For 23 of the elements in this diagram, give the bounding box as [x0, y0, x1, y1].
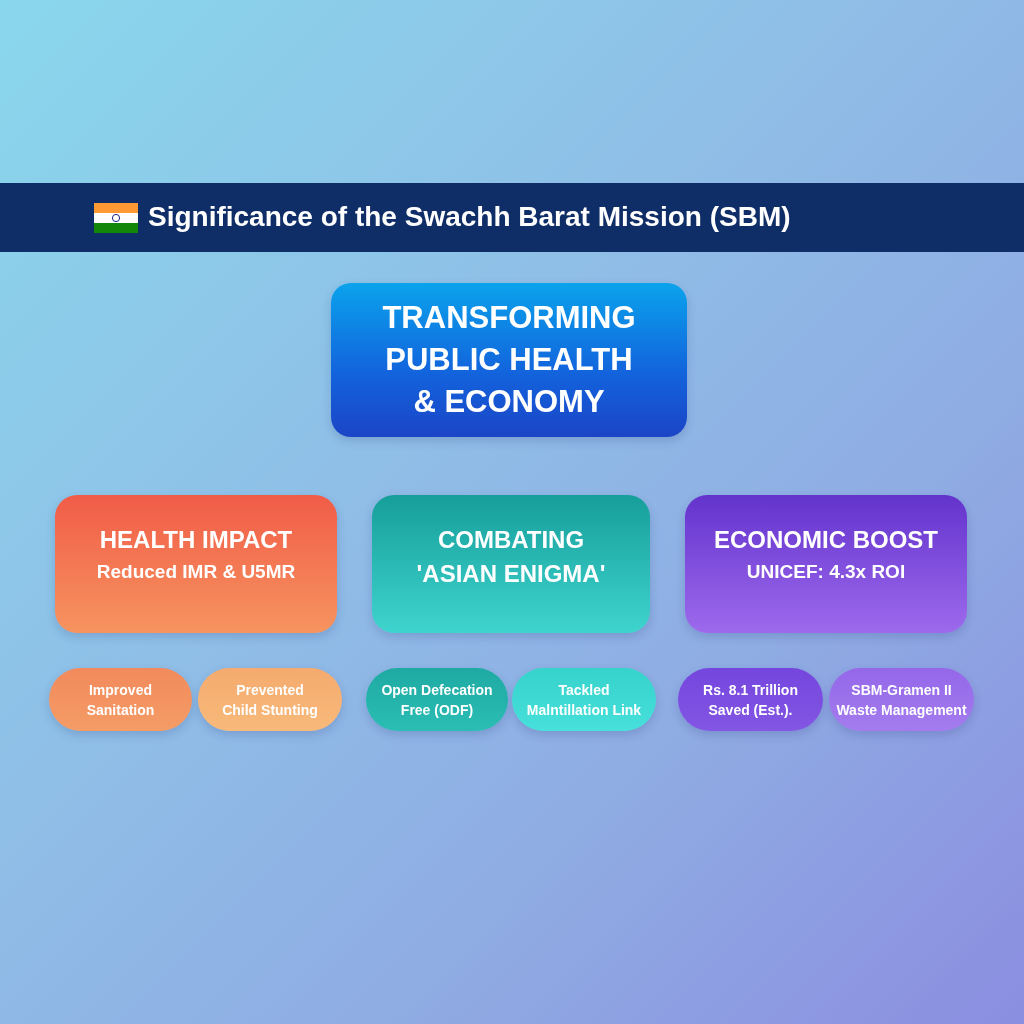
pill-text: Open Defecation Free (ODF): [380, 680, 494, 720]
pill-text: Rs. 8.1 Trillion Saved (Est.).: [702, 680, 799, 720]
category-box: [685, 495, 967, 633]
point-pill: [512, 668, 656, 731]
point-pill: [49, 668, 192, 731]
point-pill: [678, 668, 823, 731]
category-heading: HEALTH IMPACT: [99, 525, 293, 555]
category-subtext: Reduced IMR & U5MR: [96, 560, 296, 584]
point-pill: [366, 668, 508, 731]
category-heading: ECONOMIC BOOST: [713, 525, 939, 555]
pill-text: Improved Sanitation: [86, 680, 155, 720]
main-topic-text: TRANSFORMING PUBLIC HEALTH & ECONOMY: [381, 299, 637, 421]
pill-text: Prevented Child Stunting: [221, 680, 319, 720]
category-box: [55, 495, 337, 633]
pill-text: SBM-Gramen II Waste Management: [835, 680, 968, 720]
category-heading: COMBATING 'ASIAN ENIGMA': [416, 525, 606, 589]
title: Significance of the Swachh Barat Mission (SBM): [148, 200, 791, 234]
point-pill: [829, 668, 974, 731]
point-pill: [198, 668, 342, 731]
pill-text: Tackled Malntillation Link: [526, 680, 642, 720]
main-topic-box: [331, 283, 687, 437]
category-subtext: UNICEF: 4.3x ROI: [746, 560, 906, 584]
category-box: [372, 495, 650, 633]
